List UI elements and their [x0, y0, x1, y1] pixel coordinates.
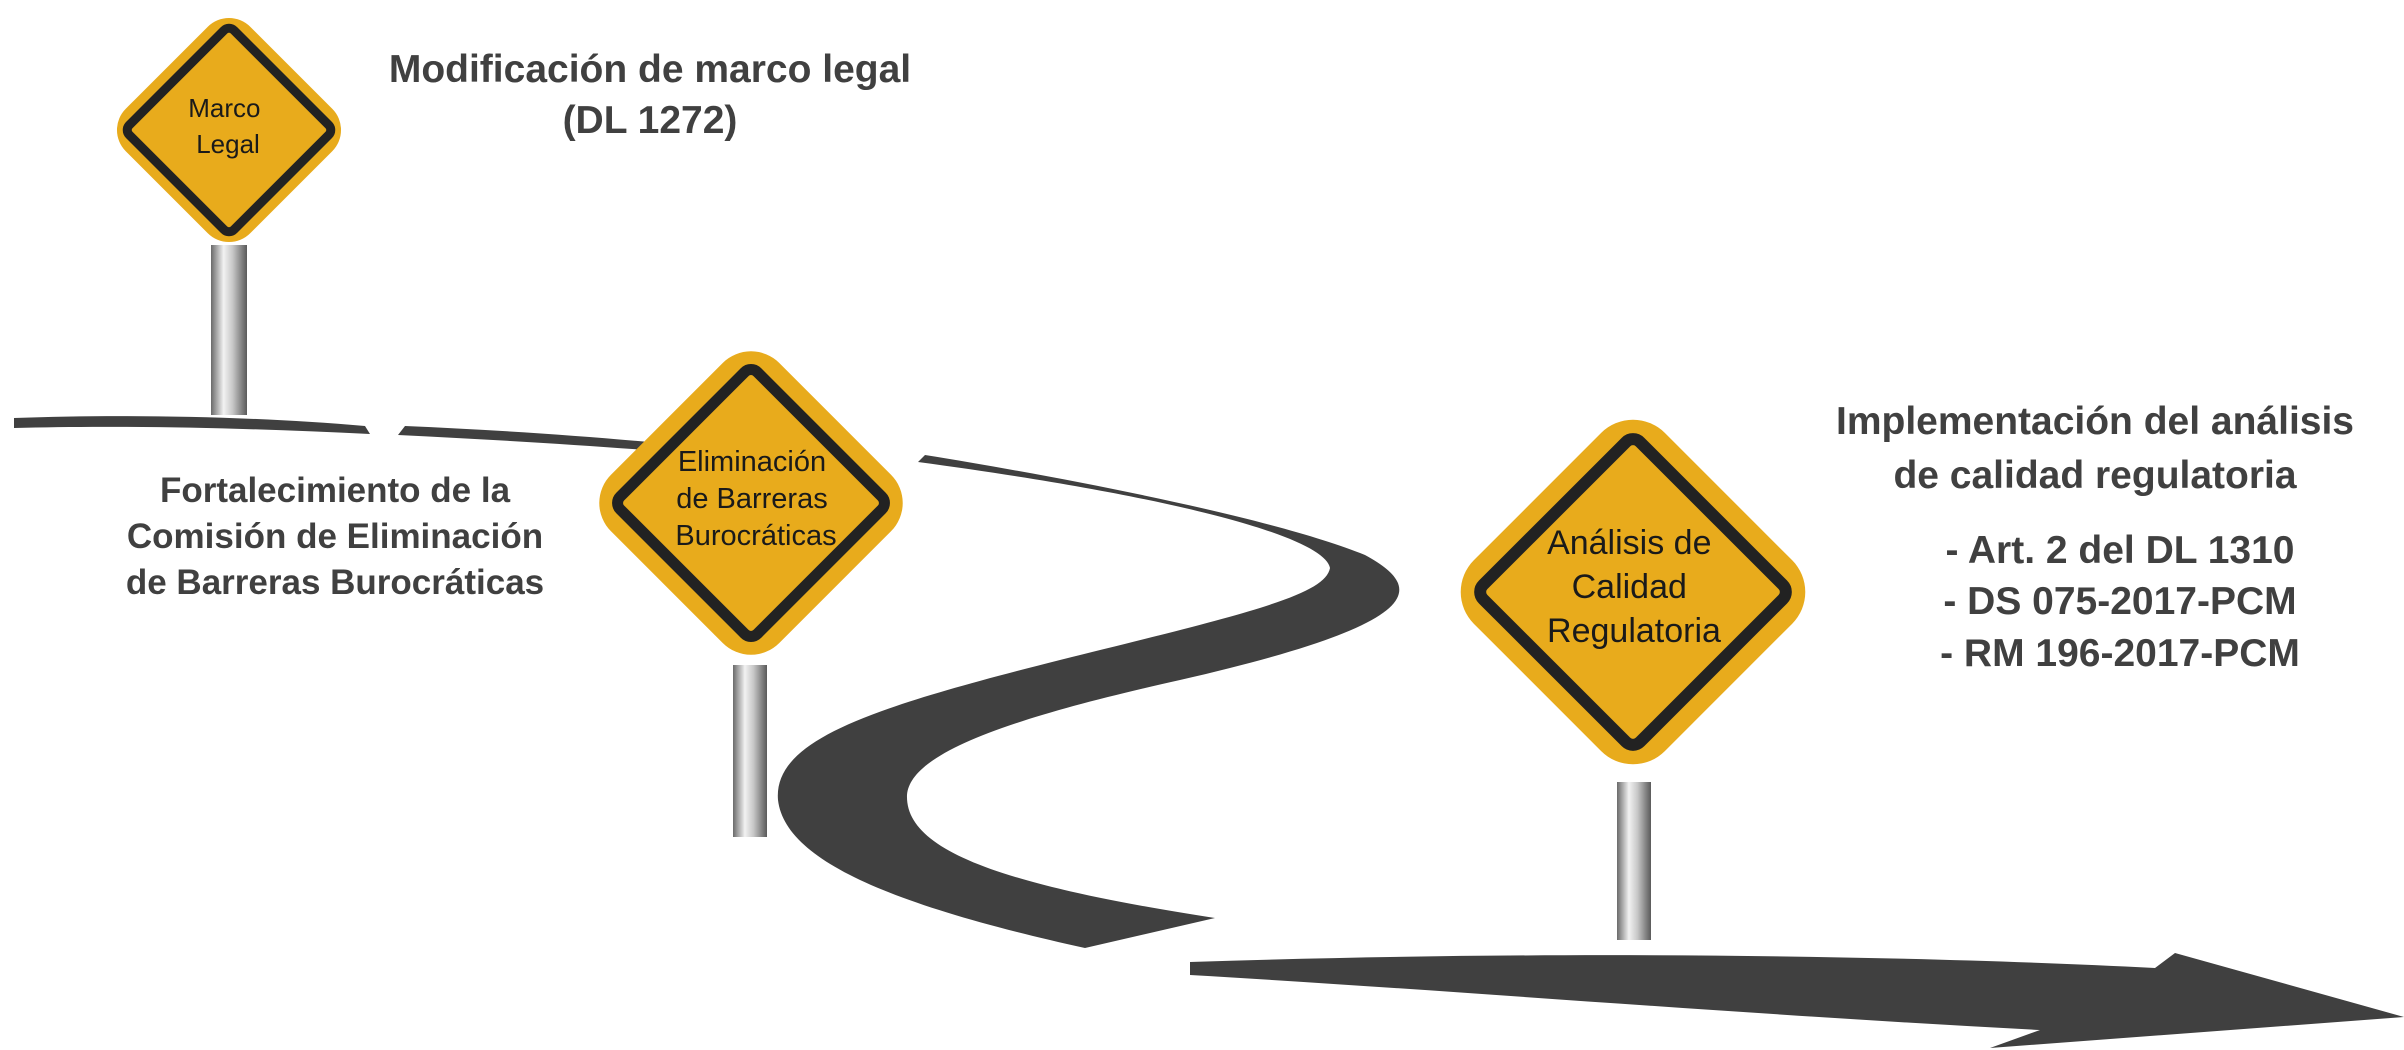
sign-analisis: Análisis de Calidad Regulatoria	[1460, 419, 1806, 765]
sign-label-eliminacion: Eliminación de Barreras Burocráticas	[675, 446, 836, 552]
norm-item: - Art. 2 del DL 1310	[1945, 529, 2295, 572]
road-segment-start	[14, 416, 370, 434]
sign-label-marco-legal: Marco Legal	[188, 93, 267, 159]
caption-analisis-line2: de calidad regulatoria	[1893, 453, 2297, 497]
norm-item: - DS 075-2017-PCM	[1943, 580, 2297, 624]
sign-pole-eliminacion	[733, 665, 767, 837]
caption-eliminacion-line1: Fortalecimiento de la	[159, 471, 511, 510]
sign-label-analisis: Análisis de Calidad Regulatoria	[1547, 524, 1721, 650]
sign-pole-marco-legal	[211, 245, 247, 415]
caption-marco-legal-line2: (DL 1272)	[562, 99, 738, 143]
caption-eliminacion-line2: Comisión de Eliminación	[126, 517, 544, 557]
caption-analisis: Implementación del análisis de calidad r…	[1800, 395, 2390, 503]
road-curve	[777, 455, 1400, 948]
caption-marco-legal-line1: Modificación de marco legal	[388, 48, 912, 91]
sign-marco-legal: Marco Legal	[116, 17, 342, 243]
caption-marco-legal: Modificación de marco legal (DL 1272)	[340, 44, 960, 147]
sign-eliminacion: Eliminación de Barreras Burocráticas	[599, 351, 903, 655]
caption-eliminacion: Fortalecimiento de la Comisión de Elimin…	[85, 468, 585, 607]
road-segment-dash	[398, 426, 682, 453]
norm-item: - RM 196-2017-PCM	[1940, 631, 2300, 675]
sign-pole-analisis	[1617, 782, 1651, 940]
road	[14, 416, 2404, 1048]
norms-list: - Art. 2 del DL 1310 - DS 075-2017-PCM -…	[1910, 525, 2330, 679]
road-arrow	[1190, 953, 2404, 1048]
caption-analisis-line1: Implementación del análisis	[1835, 400, 2354, 443]
caption-eliminacion-line3: de Barreras Burocráticas	[125, 563, 545, 603]
